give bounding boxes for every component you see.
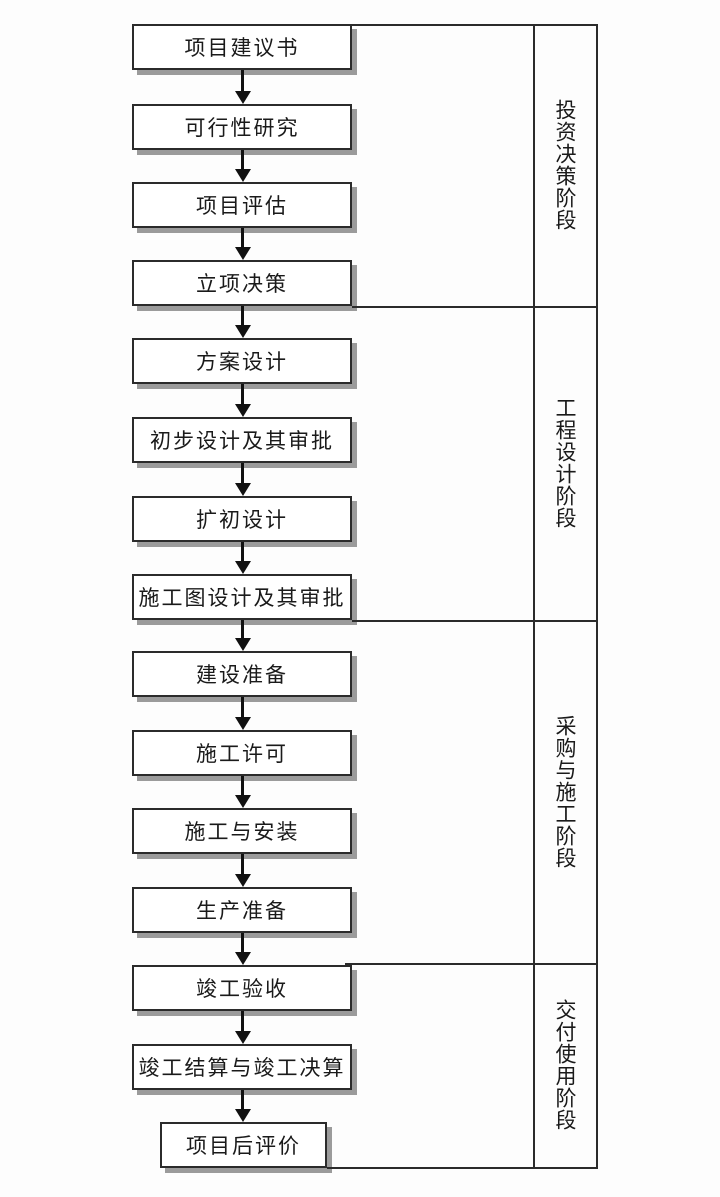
phase-column-left-border: [533, 24, 535, 1169]
phase-separator-3: [345, 963, 598, 965]
flow-step-box: 施工图设计及其审批: [132, 574, 352, 620]
flow-step-box: 扩初设计: [132, 496, 352, 542]
phase-separator-bottom: [327, 1167, 598, 1169]
arrow-down-icon: [234, 150, 251, 182]
flow-step-label: 立项决策: [196, 272, 288, 296]
flow-step-label: 扩初设计: [196, 508, 288, 532]
flow-step-box: 方案设计: [132, 338, 352, 384]
arrow-down-icon: [234, 854, 251, 887]
arrow-down-icon: [234, 384, 251, 417]
arrow-shaft: [241, 776, 244, 795]
arrow-head: [234, 247, 251, 260]
arrow-head: [234, 404, 251, 417]
phase-column-right-border: [596, 24, 598, 1169]
arrow-head: [234, 325, 251, 338]
arrow-head: [234, 952, 251, 965]
flow-step-box: 竣工结算与竣工决算: [132, 1044, 352, 1090]
phase-label-handover-use: 交付使用阶段: [553, 999, 577, 1131]
arrow-head: [234, 638, 251, 651]
arrow-head: [234, 169, 251, 182]
arrow-down-icon: [234, 1090, 251, 1122]
arrow-shaft: [241, 384, 244, 404]
flow-step-box: 初步设计及其审批: [132, 417, 352, 463]
arrow-head: [234, 795, 251, 808]
phase-label-procurement-construction: 采购与施工阶段: [553, 714, 577, 869]
arrow-shaft: [241, 854, 244, 874]
arrow-down-icon: [234, 228, 251, 260]
flow-step-box: 立项决策: [132, 260, 352, 306]
flow-step-box: 项目后评价: [160, 1122, 327, 1168]
phase-label-investment-decision: 投资决策阶段: [553, 99, 577, 231]
arrow-head: [234, 91, 251, 104]
arrow-down-icon: [234, 776, 251, 808]
flow-step-box: 竣工验收: [132, 965, 352, 1011]
arrow-shaft: [241, 228, 244, 247]
arrow-down-icon: [234, 306, 251, 338]
flow-step-label: 项目评估: [196, 194, 288, 218]
arrow-down-icon: [234, 697, 251, 730]
arrow-head: [234, 874, 251, 887]
arrow-down-icon: [234, 463, 251, 496]
arrow-shaft: [241, 306, 244, 325]
arrow-down-icon: [234, 70, 251, 104]
flow-step-label: 方案设计: [196, 350, 288, 374]
flow-step-box: 施工许可: [132, 730, 352, 776]
flow-step-box: 建设准备: [132, 651, 352, 697]
arrow-shaft: [241, 70, 244, 91]
arrow-shaft: [241, 542, 244, 561]
flow-step-label: 生产准备: [196, 899, 288, 923]
arrow-head: [234, 483, 251, 496]
arrow-shaft: [241, 697, 244, 717]
arrow-shaft: [241, 933, 244, 952]
arrow-down-icon: [234, 933, 251, 965]
flow-step-box: 项目建议书: [132, 24, 352, 70]
arrow-shaft: [241, 1011, 244, 1031]
arrow-down-icon: [234, 620, 251, 651]
arrow-head: [234, 1109, 251, 1122]
flow-step-label: 建设准备: [196, 663, 288, 687]
flow-step-box: 可行性研究: [132, 104, 352, 150]
arrow-head: [234, 717, 251, 730]
phase-separator-top: [352, 24, 598, 26]
flow-step-box: 生产准备: [132, 887, 352, 933]
arrow-head: [234, 1031, 251, 1044]
arrow-shaft: [241, 620, 244, 638]
arrow-shaft: [241, 150, 244, 169]
phase-separator-2: [352, 620, 598, 622]
flow-step-label: 竣工验收: [196, 977, 288, 1001]
flow-step-label: 施工图设计及其审批: [138, 586, 346, 610]
flow-step-label: 可行性研究: [184, 116, 300, 140]
flow-step-label: 竣工结算与竣工决算: [138, 1056, 346, 1080]
flow-step-label: 项目建议书: [184, 36, 300, 60]
phase-separator-1: [352, 306, 598, 308]
flow-step-box: 项目评估: [132, 182, 352, 228]
flow-step-label: 施工与安装: [184, 820, 300, 844]
flow-step-box: 施工与安装: [132, 808, 352, 854]
flow-step-label: 初步设计及其审批: [150, 429, 334, 453]
arrow-down-icon: [234, 1011, 251, 1044]
arrow-shaft: [241, 1090, 244, 1109]
arrow-down-icon: [234, 542, 251, 574]
arrow-shaft: [241, 463, 244, 483]
phase-label-engineering-design: 工程设计阶段: [553, 397, 577, 529]
arrow-head: [234, 561, 251, 574]
flow-step-label: 项目后评价: [186, 1134, 301, 1158]
flow-step-label: 施工许可: [196, 742, 288, 766]
